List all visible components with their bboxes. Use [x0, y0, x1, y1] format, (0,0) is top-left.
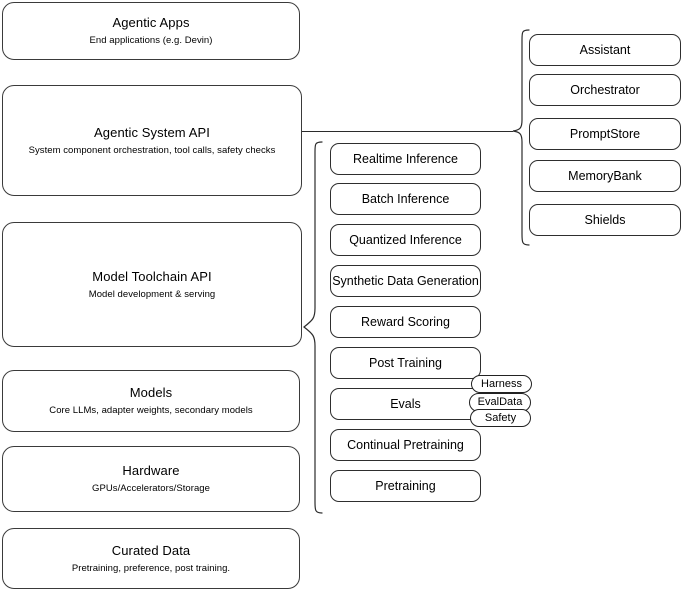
capability-realtime-inference[interactable]: Realtime Inference [330, 143, 481, 175]
capability-evals[interactable]: Evals [330, 388, 481, 420]
eval-subitem-label: Harness [481, 377, 522, 390]
layer-agentic-system-api[interactable]: Agentic System API System component orch… [2, 85, 302, 196]
layer-title: Agentic Apps [112, 15, 190, 30]
component-promptstore[interactable]: PromptStore [529, 118, 681, 150]
capability-reward-scoring[interactable]: Reward Scoring [330, 306, 481, 338]
capability-synthetic-data-generation[interactable]: Synthetic Data Generation [330, 265, 481, 297]
layer-model-toolchain-api[interactable]: Model Toolchain API Model development & … [2, 222, 302, 347]
capability-pretraining[interactable]: Pretraining [330, 470, 481, 502]
layer-subtitle: GPUs/Accelerators/Storage [92, 483, 210, 494]
eval-subitem-label: Safety [484, 411, 517, 424]
capability-label: Continual Pretraining [347, 437, 464, 452]
layer-title: Models [129, 385, 173, 400]
eval-subitem-label: EvalData [477, 396, 523, 408]
capability-quantized-inference[interactable]: Quantized Inference [330, 224, 481, 256]
layer-subtitle: Pretraining, preference, post training. [71, 562, 231, 574]
component-orchestrator[interactable]: Orchestrator [529, 74, 681, 106]
component-label: PromptStore [569, 126, 641, 141]
layer-title: Hardware [122, 463, 180, 478]
layer-curated-data[interactable]: Curated Data Pretraining, preference, po… [2, 528, 300, 589]
capability-batch-inference[interactable]: Batch Inference [330, 183, 481, 215]
component-memorybank[interactable]: MemoryBank [529, 160, 681, 192]
capability-label: Quantized Inference [349, 232, 462, 247]
component-label: Shields [584, 212, 626, 227]
capability-continual-pretraining[interactable]: Continual Pretraining [330, 429, 481, 461]
component-shields[interactable]: Shields [529, 204, 681, 236]
component-label: Assistant [579, 42, 631, 57]
agentic-system-connector-line [302, 131, 513, 132]
layer-models[interactable]: Models Core LLMs, adapter weights, secon… [2, 370, 300, 432]
layer-subtitle: Core LLMs, adapter weights, secondary mo… [49, 405, 253, 416]
eval-subitem-safety[interactable]: Safety [470, 409, 531, 427]
component-assistant[interactable]: Assistant [529, 34, 681, 66]
capability-label: Post Training [369, 355, 442, 370]
layer-subtitle: End applications (e.g. Devin) [89, 35, 213, 46]
capability-label: Synthetic Data Generation [332, 273, 479, 288]
capability-label: Batch Inference [361, 191, 450, 206]
layer-hardware[interactable]: Hardware GPUs/Accelerators/Storage [2, 446, 300, 512]
layer-agentic-apps[interactable]: Agentic Apps End applications (e.g. Devi… [2, 2, 300, 60]
layer-subtitle: System component orchestration, tool cal… [28, 144, 276, 156]
capability-label: Realtime Inference [353, 151, 458, 166]
eval-subitem-harness[interactable]: Harness [471, 375, 532, 393]
agentic-components-brace [512, 29, 530, 246]
layer-subtitle: Model development & serving [88, 288, 216, 300]
layer-title: Model Toolchain API [92, 268, 212, 284]
capability-label: Pretraining [375, 478, 436, 493]
capability-label: Reward Scoring [361, 314, 450, 329]
capability-post-training[interactable]: Post Training [330, 347, 481, 379]
component-label: Orchestrator [570, 82, 640, 97]
layer-title: Curated Data [111, 542, 191, 558]
component-label: MemoryBank [568, 168, 642, 183]
capability-label: Evals [390, 396, 421, 411]
toolchain-brace [303, 141, 323, 514]
layer-title: Agentic System API [94, 124, 210, 140]
